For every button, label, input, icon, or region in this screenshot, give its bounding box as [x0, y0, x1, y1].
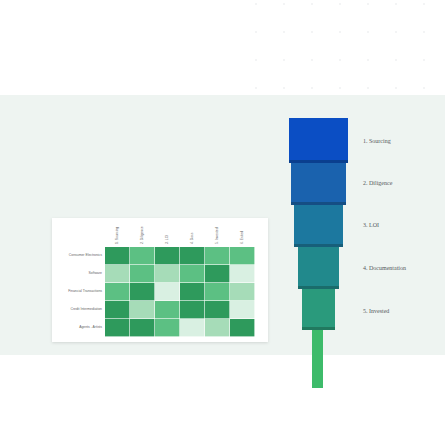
heatmap-cell: [155, 265, 179, 282]
heatmap-cell: [180, 319, 204, 336]
heatmap-cell: [230, 283, 254, 300]
column-label: 4. Docs: [191, 233, 194, 245]
column-label: 2. Diligence: [141, 226, 144, 244]
heatmap-cell: [105, 319, 129, 336]
heatmap-cell: [230, 319, 254, 336]
funnel: [289, 118, 348, 388]
row-label: Consumer Electronics: [69, 254, 102, 257]
heatmap-cell: [205, 265, 229, 282]
heatmap-cell: [130, 283, 154, 300]
row-label: Financial Transactions: [68, 290, 102, 293]
heatmap-cell: [130, 301, 154, 318]
stage-label: 2. Diligence: [363, 180, 392, 186]
heatmap-cell: [155, 301, 179, 318]
heatmap-cell: [155, 247, 179, 264]
heatmap-cell: [130, 247, 154, 264]
heatmap-cell: [180, 283, 204, 300]
heatmap-cell: [230, 301, 254, 318]
row-label: Agents - Artists: [79, 326, 102, 329]
heatmap-cell: [180, 301, 204, 318]
heatmap-grid: [105, 247, 254, 336]
row-label: Credit Intermediation: [71, 308, 102, 311]
heatmap-cell: [205, 247, 229, 264]
heatmap-cell: [205, 283, 229, 300]
heatmap-card: [52, 218, 268, 342]
column-label: 3. LOI: [166, 235, 169, 244]
heatmap-cell: [105, 283, 129, 300]
column-label: 6. Exited: [241, 231, 244, 244]
stage-label: 5. Invested: [363, 308, 389, 314]
stage-label: 3. LOI: [363, 222, 379, 228]
heatmap-cell: [205, 319, 229, 336]
heatmap-cell: [130, 265, 154, 282]
heatmap-cell: [230, 247, 254, 264]
heatmap-cell: [130, 319, 154, 336]
heatmap-cell: [180, 265, 204, 282]
column-label: 1. Sourcing: [116, 227, 119, 244]
heatmap-cell: [105, 247, 129, 264]
row-label: Software: [89, 272, 102, 275]
heatmap-cell: [180, 247, 204, 264]
dot-grid: [250, 0, 445, 95]
background-panel: [0, 95, 445, 355]
heatmap-cell: [105, 265, 129, 282]
heatmap-cell: [205, 301, 229, 318]
heatmap-cell: [155, 283, 179, 300]
stage-label: 1. Sourcing: [363, 138, 391, 144]
heatmap-cell: [230, 265, 254, 282]
heatmap-cell: [155, 319, 179, 336]
heatmap-cell: [105, 301, 129, 318]
stage-label: 4. Documentation: [363, 265, 406, 271]
column-label: 5. Invested: [216, 227, 219, 244]
